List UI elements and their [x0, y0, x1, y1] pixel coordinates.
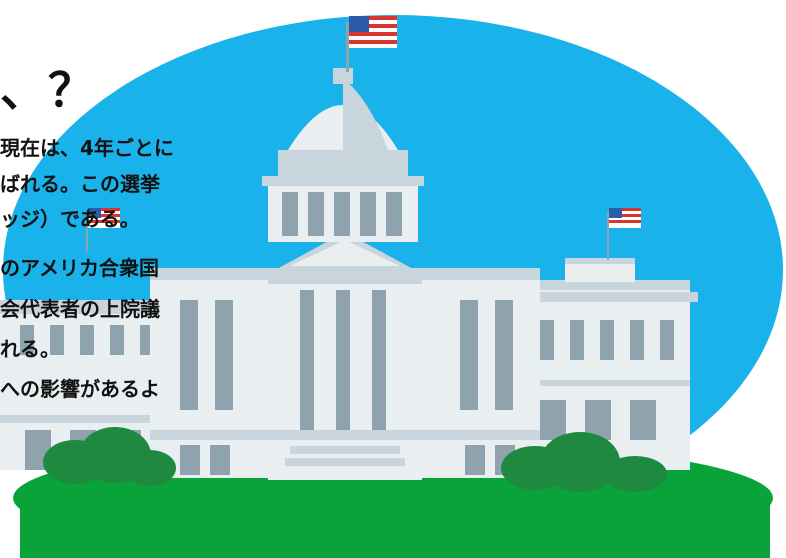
- main-flag-icon: [346, 16, 397, 72]
- left-bush: [43, 427, 176, 486]
- right-bush: [501, 432, 667, 492]
- right-flag-icon: [607, 208, 641, 260]
- left-flag-icon: [86, 208, 120, 252]
- portico: [262, 232, 428, 480]
- right-wing: [512, 258, 698, 470]
- dome: [262, 68, 424, 242]
